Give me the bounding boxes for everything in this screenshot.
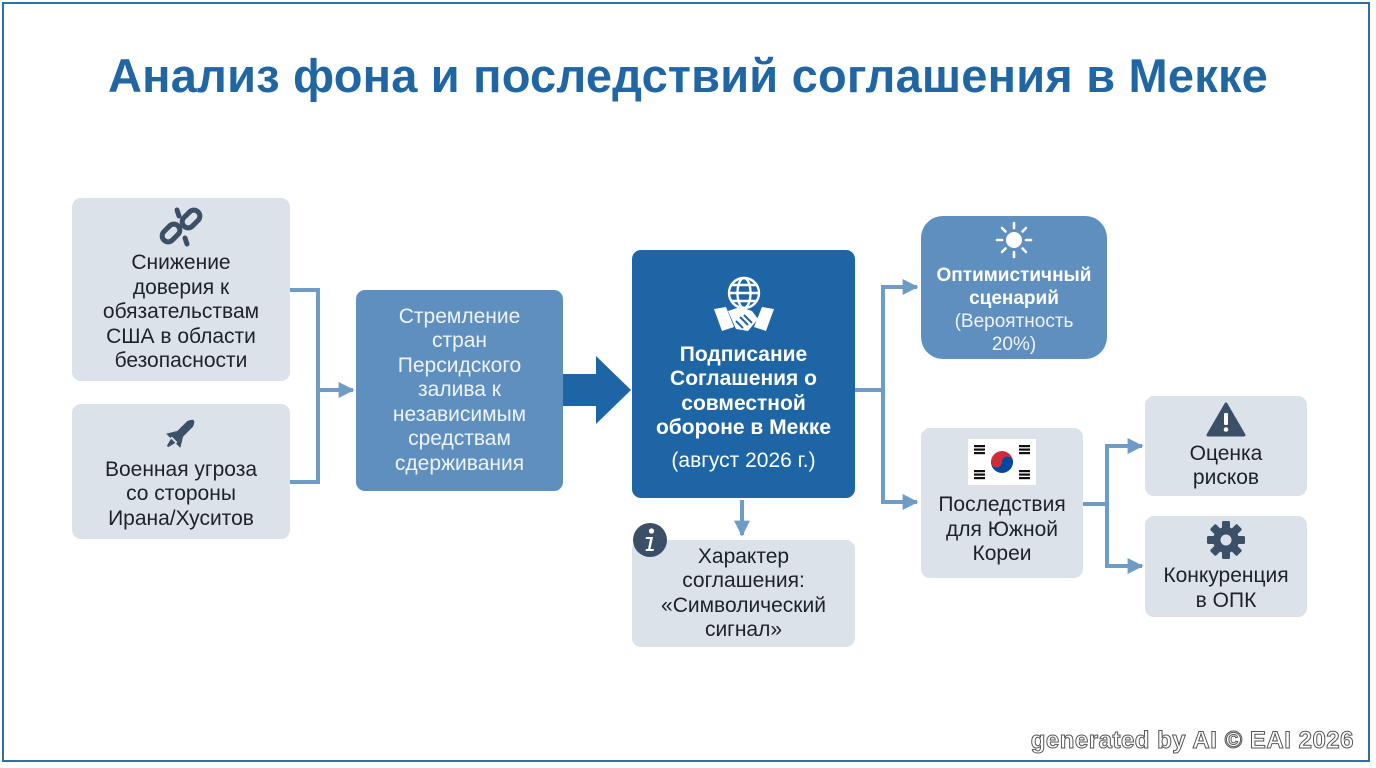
south-korea-flag-icon	[968, 439, 1036, 486]
signing-date: (август 2026 г.)	[671, 448, 816, 472]
warning-icon	[1206, 402, 1246, 436]
cause-trust-line: безопасности	[114, 349, 248, 373]
competition-box: Конкуренция в ОПК	[1145, 516, 1307, 617]
competition-line: Конкуренция	[1163, 564, 1289, 587]
korea-line: Кореи	[972, 542, 1032, 566]
main-flow-arrow	[563, 356, 631, 424]
broken-link-icon	[159, 207, 203, 247]
optimistic-line: сценарий	[969, 287, 1059, 309]
character-line: Характер	[697, 544, 790, 568]
aspiration-box: Стремление стран Персидского залива к не…	[356, 290, 563, 491]
korea-line: Последствия	[938, 493, 1066, 517]
optimistic-box: Оптимистичный сценарий (Вероятность 20%)	[921, 216, 1107, 359]
page-title: Анализ фона и последствий соглашения в М…	[107, 49, 1269, 102]
signing-line: Подписание	[679, 342, 808, 366]
signing-line: Соглашения о	[670, 367, 817, 391]
watermark: generated by AI © EAI 2026	[1030, 727, 1354, 755]
aspiration-line: сдерживания	[394, 451, 525, 475]
aspiration-line: Персидского	[397, 353, 522, 377]
competition-line: в ОПК	[1195, 588, 1257, 612]
missile-icon	[166, 419, 195, 448]
cause-trust-line: США в области	[106, 324, 256, 348]
signing-box: Подписание Соглашения о совместной оборо…	[632, 250, 855, 498]
cause-trust-line: Снижение	[131, 251, 231, 275]
optimistic-probability: (Вероятность	[954, 310, 1074, 332]
aspiration-line: залива к	[418, 378, 501, 402]
aspiration-line: средствам	[408, 427, 511, 451]
cause-trust-line: обязательствам	[102, 300, 260, 324]
character-line: сигнал»	[704, 618, 783, 641]
risk-line: Оценка	[1189, 441, 1263, 465]
aspiration-line: независимым	[392, 402, 527, 426]
risk-box: Оценка рисков	[1145, 396, 1307, 496]
cause-threat-line: Ирана/Хуситов	[108, 506, 254, 530]
risk-line: рисков	[1192, 466, 1260, 489]
korea-line: для Южной	[946, 517, 1058, 541]
character-line: «Символический	[661, 593, 826, 617]
korea-box: Последствия для Южной Кореи	[921, 428, 1083, 578]
globe-handshake-icon	[713, 276, 774, 331]
cause-trust-box: Снижение доверия к обязательствам США в …	[72, 198, 290, 381]
signing-line: совместной	[681, 391, 806, 415]
cause-threat-box: Военная угроза со стороны Ирана/Хуситов	[72, 404, 290, 539]
aspiration-line: стран	[431, 329, 488, 353]
optimistic-line: Оптимистичный	[936, 264, 1092, 286]
sun-icon	[995, 221, 1033, 258]
cause-threat-line: со стороны	[126, 482, 236, 506]
aspiration-line: Стремление	[398, 304, 521, 328]
cause-threat-line: Военная угроза	[104, 457, 258, 481]
character-box: Характер соглашения: «Символический сигн…	[632, 540, 855, 647]
optimistic-probability: 20%)	[991, 333, 1037, 355]
info-icon	[633, 523, 667, 557]
signing-line: обороне в Мекке	[655, 416, 832, 440]
character-line: соглашения:	[682, 569, 805, 592]
gear-icon	[1207, 521, 1245, 559]
cause-trust-line: доверия к	[132, 275, 230, 299]
